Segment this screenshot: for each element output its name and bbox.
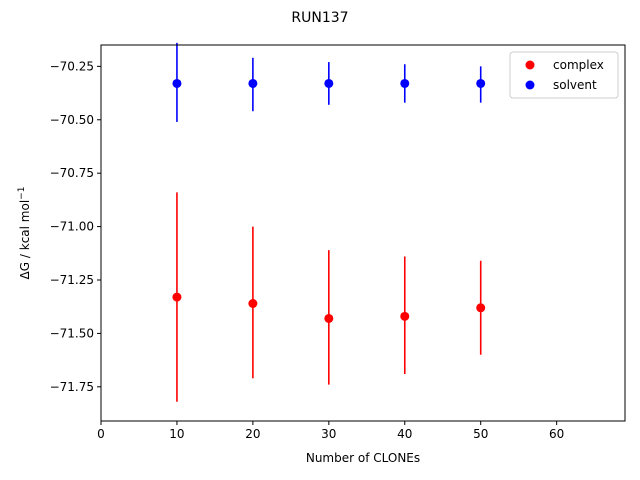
y-axis-label-text: ΔG / kcal mol (18, 200, 32, 280)
plot-area (100, 42, 626, 422)
x-axis-label: Number of CLONEs (306, 451, 420, 465)
y-axis-label: ΔG / kcal mol−1 (17, 187, 32, 280)
solvent-data-point (476, 78, 486, 88)
complex-data-point (248, 299, 258, 308)
complex-data-point (324, 313, 334, 323)
complex-data-point (476, 303, 486, 313)
x-tick-label: 30 (321, 427, 336, 441)
legend-box (509, 51, 619, 99)
series-complex (172, 192, 486, 402)
data-layer (172, 42, 486, 402)
legend-marker-complex (525, 60, 535, 70)
legend-label-complex: complex (553, 58, 604, 72)
y-axis-label-exponent: −1 (17, 187, 27, 200)
solvent-data-point (248, 78, 258, 88)
solvent-data-point (172, 78, 182, 88)
y-tick-label: −71.75 (50, 380, 94, 394)
chart-title: RUN137 (291, 10, 348, 26)
series-solvent (172, 42, 486, 122)
y-tick-label: −70.25 (50, 59, 94, 73)
y-tick-label: −70.75 (50, 166, 94, 180)
x-tick-label: 50 (473, 427, 488, 441)
y-tick-label: −71.25 (50, 273, 94, 287)
solvent-data-point (324, 78, 334, 88)
y-tick-label: −71.50 (50, 326, 94, 340)
complex-data-point (400, 311, 410, 321)
y-tick-label: −71.00 (50, 220, 94, 234)
y-axis-ticks: −71.75 −71.50 −71.25 −71.00 −70.75 −70.50 −70.… (50, 59, 101, 394)
legend-marker-solvent (525, 80, 535, 90)
x-tick-label: 10 (169, 427, 184, 441)
legend: complex solvent (509, 51, 619, 99)
x-tick-label: 60 (549, 427, 564, 441)
axes-frame (100, 44, 626, 422)
complex-data-point (172, 292, 182, 302)
x-axis-ticks: 0 10 20 30 40 50 60 (97, 421, 564, 441)
solvent-data-point (400, 78, 410, 88)
y-tick-label: −70.50 (50, 113, 94, 127)
x-tick-label: 40 (397, 427, 412, 441)
x-tick-label: 0 (97, 427, 105, 441)
legend-label-solvent: solvent (553, 78, 597, 92)
x-tick-label: 20 (245, 427, 260, 441)
